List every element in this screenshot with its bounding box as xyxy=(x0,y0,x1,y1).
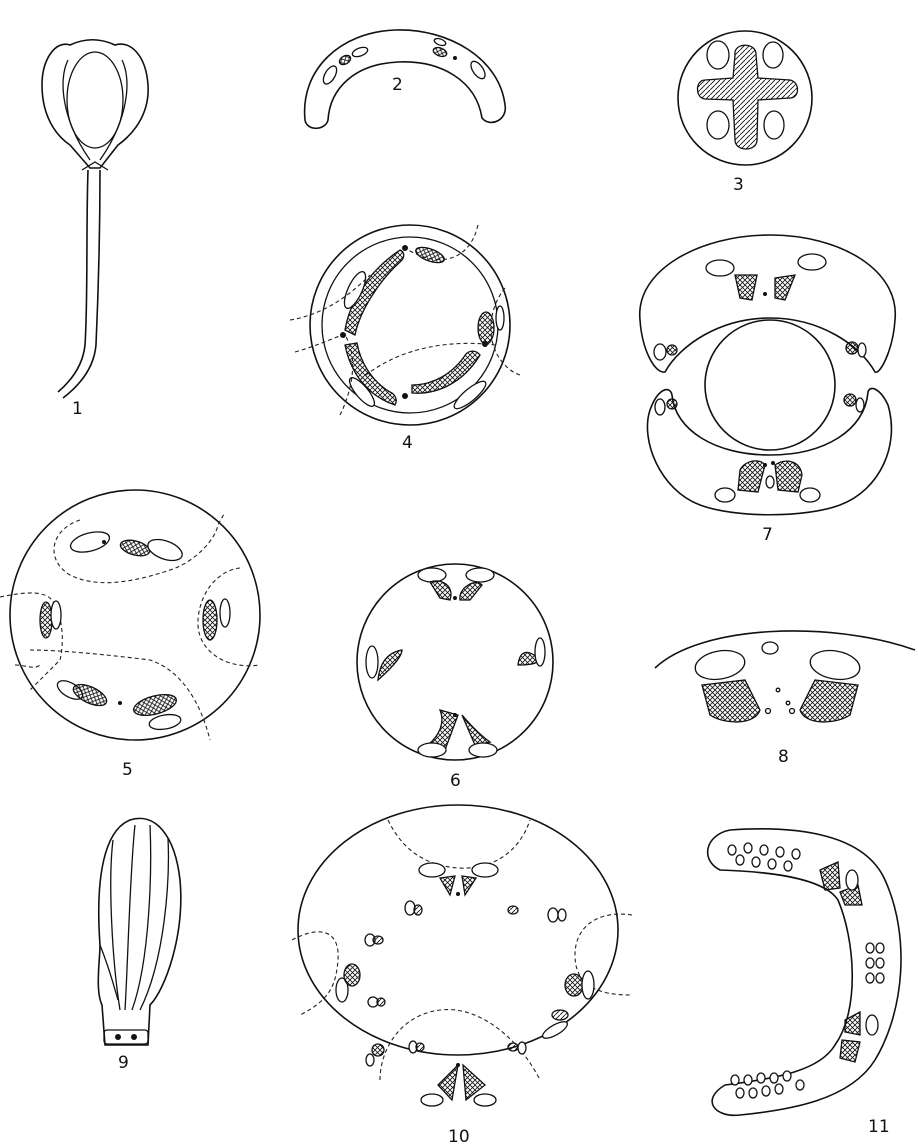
figure-5-label: 5 xyxy=(122,760,133,780)
figure-8-section: 8 xyxy=(655,631,915,767)
figure-11-curved-section: 11 xyxy=(708,829,901,1137)
figure-1-label: 1 xyxy=(72,399,83,419)
figure-8-label: 8 xyxy=(778,747,789,767)
figure-7-label: 7 xyxy=(762,525,773,545)
figure-10-section: 10 xyxy=(292,805,632,1144)
figure-9-fruit: 9 xyxy=(98,818,181,1073)
figure-4-label: 4 xyxy=(402,433,413,453)
figure-3-cross-section: 3 xyxy=(678,31,812,195)
figure-2-label: 2 xyxy=(392,75,403,95)
figure-6-section: 6 xyxy=(357,564,553,791)
figure-10-label: 10 xyxy=(448,1127,470,1144)
figure-7-section: 7 xyxy=(640,235,896,545)
figure-1-bud-on-stalk: 1 xyxy=(42,40,148,419)
figure-6-label: 6 xyxy=(450,771,461,791)
figure-2-crescent-section: 2 xyxy=(305,30,506,128)
figure-11-label: 11 xyxy=(868,1117,890,1137)
figure-3-label: 3 xyxy=(733,175,744,195)
figure-9-label: 9 xyxy=(118,1053,129,1073)
figure-5-section: 5 xyxy=(0,490,260,780)
figure-4-section: 4 xyxy=(290,225,520,453)
